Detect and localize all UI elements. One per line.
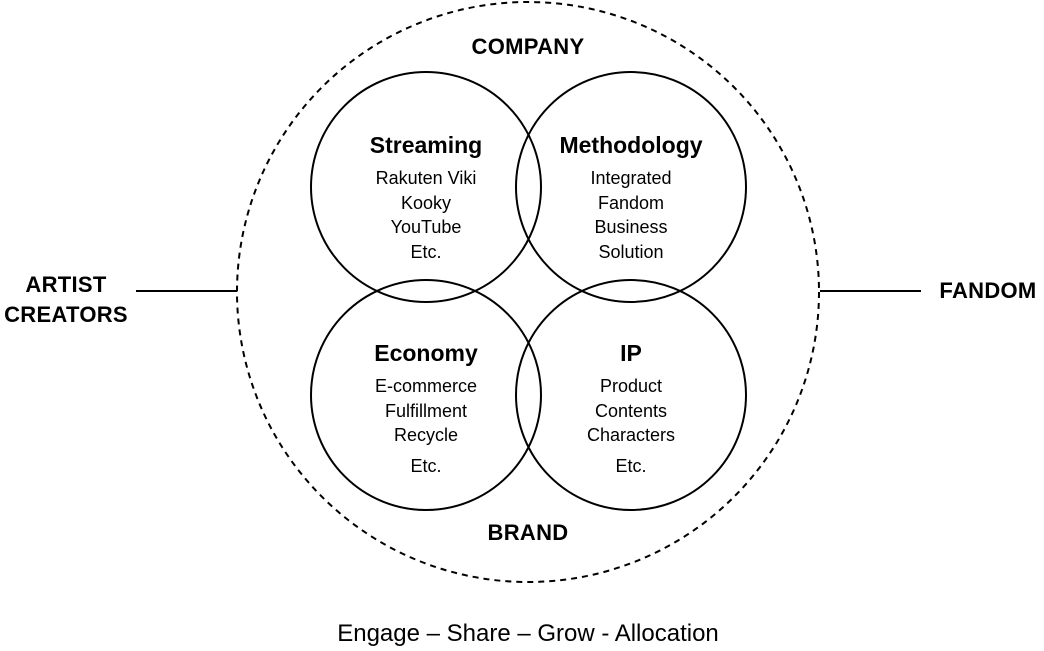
list-item: Fulfillment	[384, 400, 468, 421]
ip-items: Product Contents Characters Etc.	[531, 374, 731, 478]
list-item: YouTube	[390, 217, 462, 237]
company-label: COMPANY	[471, 34, 585, 59]
methodology-circle	[515, 71, 747, 303]
brand-label: BRAND	[487, 520, 569, 545]
outer-dashed-circle	[236, 1, 820, 583]
economy-items: E-commerce Fulfillment Recycle Etc.	[326, 374, 526, 478]
list-item: Etc.	[410, 241, 442, 262]
creators-label-line: CREATORS	[4, 302, 128, 327]
list-item: Kooky	[400, 192, 452, 213]
methodology-title: Methodology	[559, 132, 703, 158]
economy-circle	[310, 279, 542, 511]
fandom-label: FANDOM	[939, 278, 1037, 303]
list-item: Solution	[598, 241, 664, 262]
list-item: Contents	[594, 400, 668, 421]
footer-caption: Engage – Share – Grow - Allocation	[337, 620, 719, 647]
streaming-circle	[310, 71, 542, 303]
list-item: Business	[594, 217, 668, 237]
streaming-items: Rakuten Viki Kooky YouTube Etc.	[326, 166, 526, 264]
list-item: Product	[599, 376, 663, 396]
list-item: Integrated	[590, 168, 672, 188]
list-item: Rakuten Viki	[375, 168, 477, 188]
streaming-title: Streaming	[369, 132, 483, 158]
list-item: Etc.	[410, 455, 442, 476]
list-item: Recycle	[393, 425, 459, 445]
methodology-items: Integrated Fandom Business Solution	[531, 166, 731, 264]
list-item: Etc.	[615, 455, 647, 476]
ip-title: IP	[620, 340, 642, 366]
list-item: E-commerce	[374, 376, 477, 396]
artist-label-line: ARTIST	[25, 272, 107, 297]
list-item: Characters	[586, 425, 676, 445]
list-item: Fandom	[597, 192, 665, 213]
artist-creators-label: ARTIST CREATORS	[0, 270, 136, 330]
economy-title: Economy	[374, 340, 478, 366]
ip-circle	[515, 279, 747, 511]
